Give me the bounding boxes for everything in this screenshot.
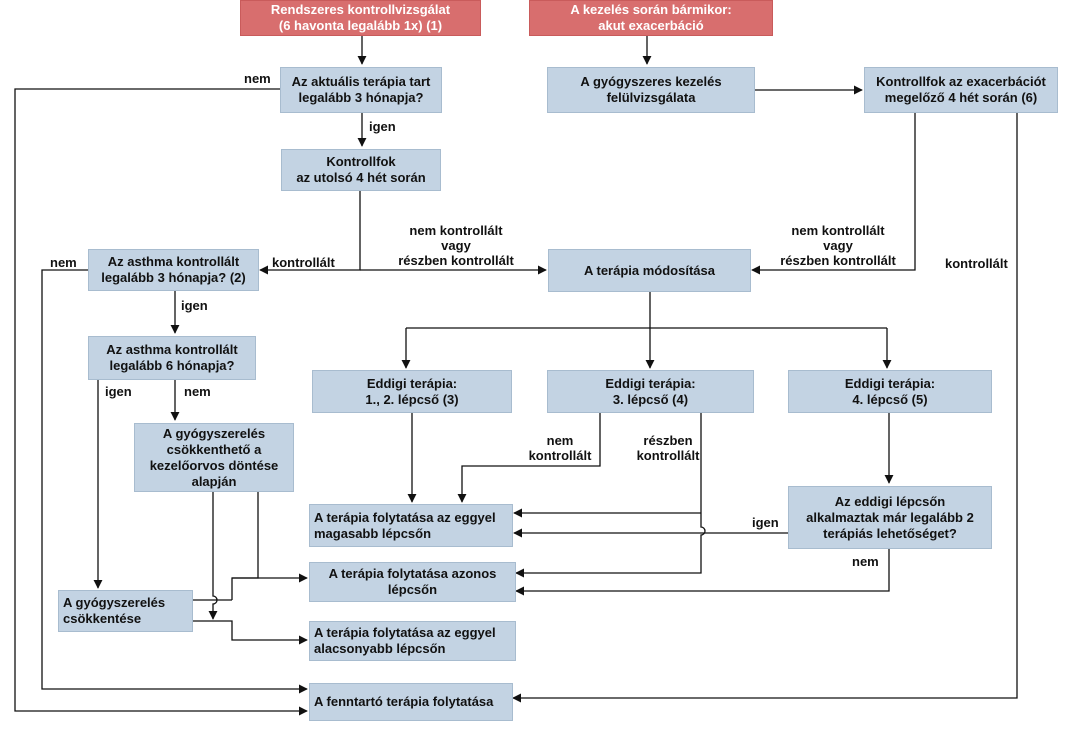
arrow-exacerbation-not-controlled <box>751 112 916 275</box>
label-kontrollalt-right: kontrollált <box>945 256 1008 271</box>
label-kontrollalt-left: kontrollált <box>272 255 335 270</box>
label-igen-6m: igen <box>105 384 132 399</box>
prev-step-3-box: Eddigi terápia: 3. lépcső (4) <box>547 370 754 413</box>
label-igen-two-options: igen <box>752 515 779 530</box>
prev-step-4-box: Eddigi terápia: 4. lépcső (5) <box>788 370 992 413</box>
exacerbation-box: A kezelés során bármikor: akut exacerbác… <box>529 0 773 36</box>
control-last-4w-box: Kontrollfok az utolsó 4 hét során <box>281 149 441 191</box>
arrow-reduce-to-lower <box>193 620 308 645</box>
continue-maintenance-box: A fenntartó terápia folytatása <box>309 683 513 721</box>
label-nem-3m: nem <box>50 255 77 270</box>
current-therapy-3m-box: Az aktuális terápia tart legalább 3 hóna… <box>280 67 442 113</box>
label-not-controlled-right: nem kontrollált vagy részben kontrollált <box>780 223 896 268</box>
control-before-exacerbation-box: Kontrollfok az exacerbációt megelőző 4 h… <box>864 67 1058 113</box>
label-nem-kontrollalt: nem kontrollált <box>528 433 592 463</box>
arrow-step3-nem-to-higher <box>457 413 601 503</box>
arrow-exacerbation-controlled-to-maintenance <box>512 112 1018 703</box>
continue-higher-box: A terápia folytatása az eggyel magasabb … <box>309 504 513 547</box>
continue-same-box: A terápia folytatása azonos lépcsőn <box>309 562 516 602</box>
reduction-possible-box: A gyógyszerelés csökkenthető a kezelőorv… <box>134 423 294 492</box>
continue-lower-box: A terápia folytatása az eggyel alacsonya… <box>309 621 516 661</box>
label-nem-6m: nem <box>184 384 211 399</box>
asthma-controlled-3m-box: Az asthma kontrollált legalább 3 hónapja… <box>88 249 259 291</box>
arrow-step3-partial-to-same <box>515 413 706 578</box>
arrow-two-options-nem-to-same <box>515 549 890 596</box>
arrow-current-nem-to-maintenance <box>14 88 308 716</box>
label-reszben-kontrollalt: részben kontrollált <box>636 433 700 463</box>
label-nem-current: nem <box>244 71 271 86</box>
drug-review-box: A gyógyszeres kezelés felülvizsgálata <box>547 67 755 113</box>
label-nem-two-options: nem <box>852 554 879 569</box>
regular-check-box: Rendszeres kontrollvizsgálat (6 havonta … <box>240 0 481 36</box>
arrow-possible-to-same <box>232 492 259 579</box>
arrow-3m-nem-to-maintenance <box>41 269 308 694</box>
arrow-possible-to-same-2 <box>231 573 308 600</box>
two-options-tried-box: Az eddigi lépcsőn alkalmaztak már legalá… <box>788 486 992 549</box>
prev-step-1-2-box: Eddigi terápia: 1., 2. lépcső (3) <box>312 370 512 413</box>
label-igen-current: igen <box>369 119 396 134</box>
asthma-controlled-6m-box: Az asthma kontrollált legalább 6 hónapja… <box>88 336 256 380</box>
label-igen-3m: igen <box>181 298 208 313</box>
therapy-modification-box: A terápia módosítása <box>548 249 751 292</box>
label-not-controlled-mid: nem kontrollált vagy részben kontrollált <box>398 223 514 268</box>
reduce-medication-box: A gyógyszerelés csökkentése <box>58 590 193 632</box>
